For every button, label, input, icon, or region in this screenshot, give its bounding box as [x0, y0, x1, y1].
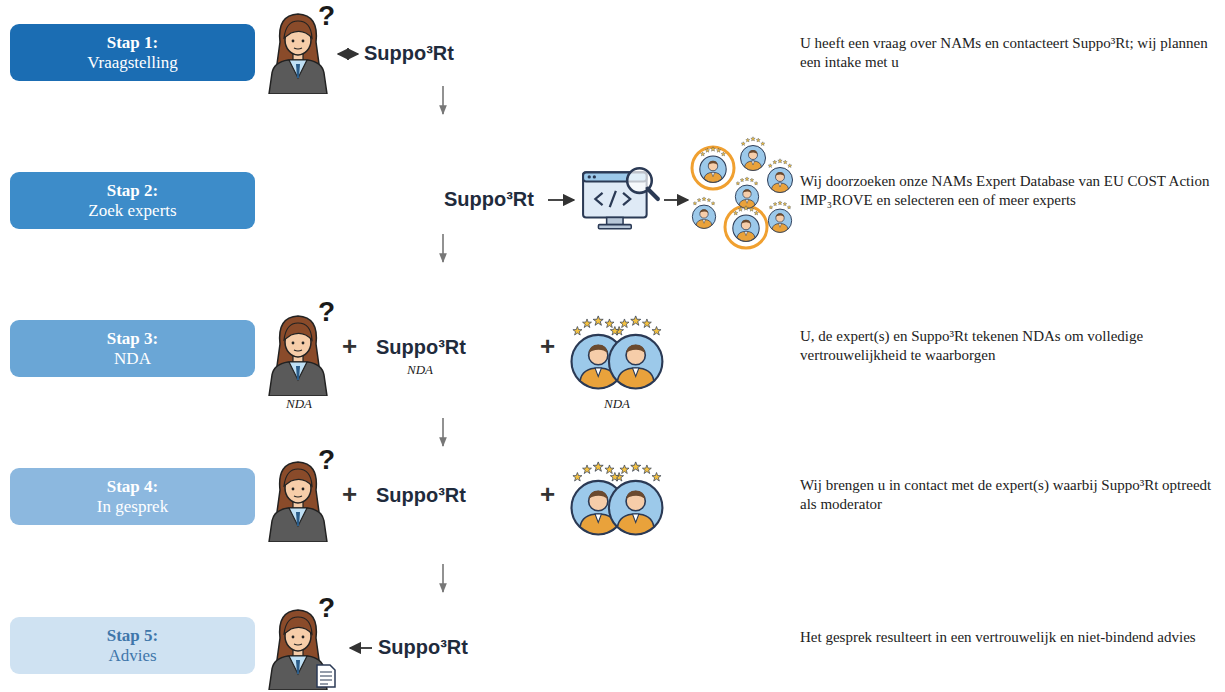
question-mark: ? — [318, 0, 335, 32]
step-number: Stap 2: — [107, 181, 158, 201]
plus-sign: + — [342, 331, 357, 362]
plus-sign: + — [540, 479, 555, 510]
brand-name: Suppo³Rt — [444, 188, 534, 211]
step-description: Wij doorzoeken onze NAMs Expert Database… — [800, 172, 1212, 210]
step-number: Stap 4: — [107, 477, 158, 497]
step-box: Stap 1:Vraagstelling — [10, 24, 255, 81]
nda-note: NDA — [286, 396, 312, 412]
step-number: Stap 3: — [107, 329, 158, 349]
select-arrow — [664, 199, 688, 201]
plus-sign: + — [342, 479, 357, 510]
step-title: Zoek experts — [88, 201, 176, 221]
brand-name: Suppo³Rt — [376, 484, 466, 507]
step-description: Het gesprek resulteert in een vertrouwel… — [800, 628, 1212, 647]
step-number: Stap 1: — [107, 33, 158, 53]
database-icon — [583, 168, 658, 228]
search-arrow — [548, 199, 574, 201]
step-box: Stap 4:In gesprek — [10, 468, 255, 525]
brand-name: Suppo³Rt — [364, 42, 454, 65]
step-box: Stap 3:NDA — [10, 320, 255, 377]
step-number: Stap 5: — [107, 626, 158, 646]
plus-sign: + — [540, 331, 555, 362]
client-icon — [269, 316, 327, 396]
nda-note: NDA — [604, 396, 630, 412]
step-title: NDA — [114, 349, 151, 369]
step-title: In gesprek — [97, 497, 168, 517]
expert-cluster — [692, 137, 793, 249]
experts-icon — [572, 462, 663, 535]
nda-note: NDA — [407, 362, 433, 378]
step-box: Stap 5:Advies — [10, 617, 255, 674]
exchange-arrow — [338, 53, 358, 55]
question-mark: ? — [318, 444, 335, 476]
step-description: U heeft een vraag over NAMs en contactee… — [800, 34, 1212, 72]
question-mark: ? — [318, 592, 335, 624]
advice-arrow — [350, 647, 372, 649]
advice-document — [317, 665, 335, 687]
brand-name: Suppo³Rt — [376, 336, 466, 359]
question-mark: ? — [318, 296, 335, 328]
experts-icon — [572, 316, 663, 389]
step-description: U, de expert(s) en Suppo³Rt tekenen NDAs… — [800, 327, 1212, 365]
brand-name: Suppo³Rt — [378, 636, 468, 659]
step-box: Stap 2:Zoek experts — [10, 172, 255, 229]
step-title: Advies — [108, 646, 156, 666]
step-description: Wij brengen u in contact met de expert(s… — [800, 476, 1212, 514]
step-title: Vraagstelling — [87, 53, 178, 73]
